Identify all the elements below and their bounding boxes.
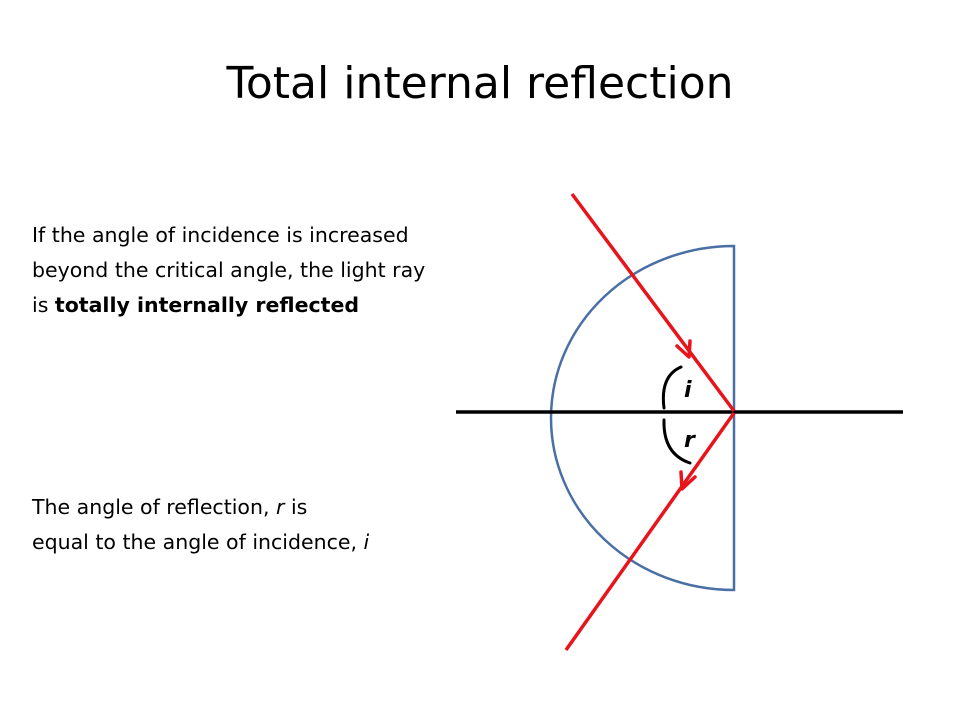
- intro-line-3-prefix: is: [32, 293, 55, 317]
- conclusion-i-symbol: i: [363, 530, 370, 554]
- intro-emphasis: totally internally reflected: [54, 293, 360, 317]
- slide-title: Total internal reflection: [226, 58, 734, 109]
- semicircular-block: [549, 244, 736, 592]
- conclusion-r-symbol: r: [276, 495, 285, 519]
- intro-text: If the angle of incidence is increased b…: [32, 218, 532, 323]
- reflected-ray: [564, 411, 736, 652]
- intro-line-2: beyond the critical angle, the light ray: [32, 258, 426, 282]
- intro-line-3: is totally internally reflected: [32, 288, 532, 323]
- incidence-angle-label: i: [684, 378, 692, 403]
- conclusion-text: The angle of reflection, r is equal to t…: [32, 490, 532, 560]
- conclusion-line-1-suffix: is: [284, 495, 308, 519]
- conclusion-line-1-prefix: The angle of reflection,: [32, 495, 276, 519]
- conclusion-line-2: equal to the angle of incidence, i: [32, 525, 532, 560]
- reflected-arrow: [679, 470, 697, 491]
- incidence-angle-arc: [661, 365, 683, 410]
- reflection-angle-arc: [662, 418, 692, 465]
- reflection-angle-label: r: [684, 428, 696, 453]
- incident-ray: [570, 192, 736, 413]
- intro-line-1: If the angle of incidence is increased: [32, 223, 409, 247]
- conclusion-line-1: The angle of reflection, r is: [32, 490, 532, 525]
- incident-arrow: [675, 339, 692, 359]
- conclusion-line-2-prefix: equal to the angle of incidence,: [32, 530, 364, 554]
